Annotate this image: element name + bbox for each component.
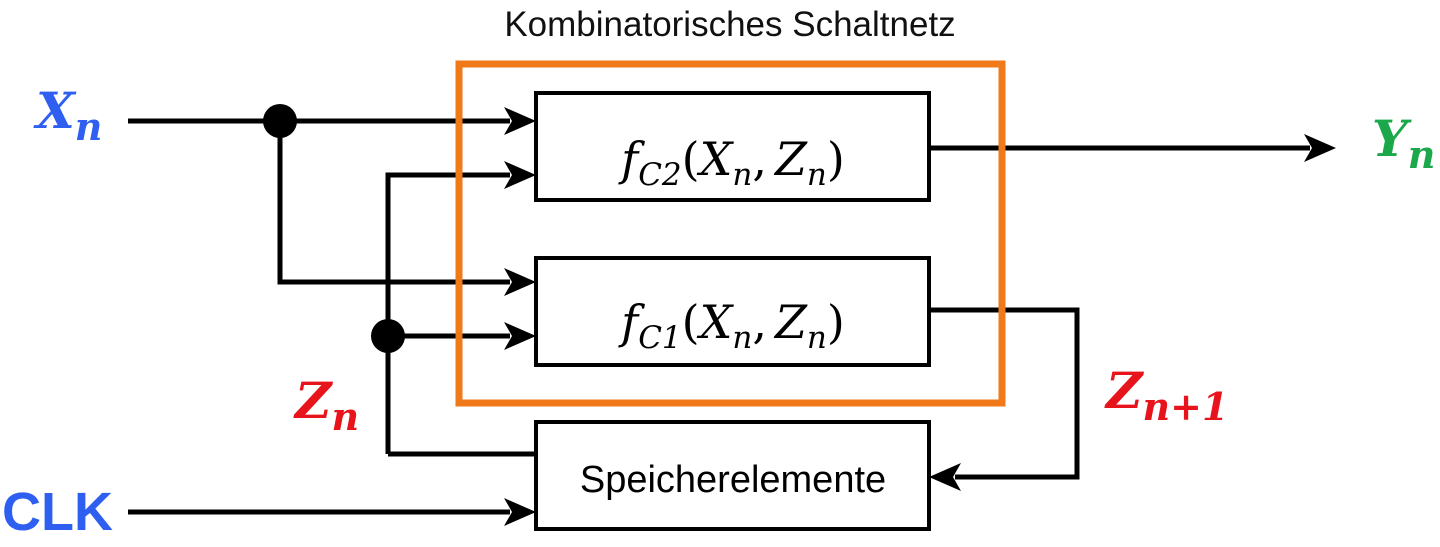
zn-junction-dot [371,319,405,353]
yn-label: Yn [1372,109,1435,177]
fc1-block [534,256,931,367]
clk-label: CLK [2,482,113,542]
zn-label: Zn [293,371,359,439]
clk-arrowhead [504,498,536,526]
memory-label: Speicherelemente [580,459,886,501]
zn-to-fc2-arrowhead [504,161,536,189]
xn-label: Xn [33,81,102,149]
fc2-formula: fC2(Xn,Zn) [618,132,845,193]
fc1-formula: fC1(Xn,Zn) [618,295,845,356]
xn-to-fc1-arrowhead [504,268,536,296]
zn-to-fc1-arrowhead [504,322,536,350]
xn-to-fc2-arrowhead [504,107,536,135]
zn-to-fc2-wire [385,172,510,454]
fc2-block [534,91,931,202]
combinational-frame [455,60,1006,407]
xn-junction-dot [263,104,297,138]
title-label: Kombinatorisches Schaltnetz [504,5,955,44]
zn1-label: Zn+1 [1104,361,1228,429]
memory-block [534,420,931,531]
yn-output-arrowhead [1304,134,1336,162]
xn-to-fc1-wire [277,121,510,285]
zn1-feedback-arrowhead [929,463,961,491]
